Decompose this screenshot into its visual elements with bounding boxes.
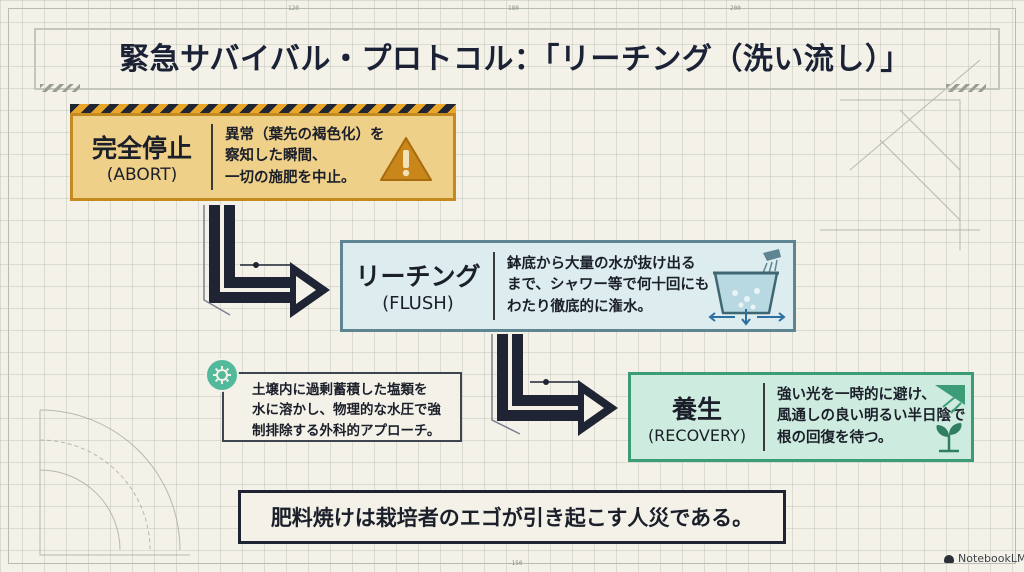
step-name: 完全停止 <box>91 134 192 163</box>
step-abort: 完全停止 (ABORT) 異常（葉先の褐色化）を 察知した瞬間、 一切の施肥を中… <box>70 113 456 201</box>
arrow-flush-to-recovery <box>491 334 618 436</box>
step-description: 異常（葉先の褐色化）を 察知した瞬間、 一切の施肥を中止。 <box>213 125 385 188</box>
desc-line: 根の回復を待つ。 <box>777 429 893 446</box>
outer-frame <box>8 8 1016 564</box>
arrow-abort-to-flush <box>203 205 330 318</box>
watermark: NotebookLM <box>944 552 1024 565</box>
ruler-mark: 200 <box>730 5 741 12</box>
step-name-column: 完全停止 (ABORT) <box>73 124 213 190</box>
ruler-mark: -150 <box>508 560 523 567</box>
desc-line: まで、シャワー等で何十回にも <box>507 277 710 294</box>
sprout-shade-icon <box>935 385 965 453</box>
title-frame <box>34 28 1000 90</box>
step-recovery: 養生 (RECOVERY) 強い光を一時的に避け、 風通しの良い明るい半日陰で … <box>628 372 974 462</box>
step-subtitle: (FLUSH) <box>382 293 454 315</box>
desc-line: 強い光を一時的に避け、 <box>777 387 936 404</box>
conclusion-text: 肥料焼けは栽培者のエゴが引き起こす人災である。 <box>270 506 754 530</box>
step-name-column: 養生 (RECOVERY) <box>631 383 765 451</box>
step-subtitle: (ABORT) <box>106 165 178 185</box>
ruler-mark: 120 <box>288 5 299 12</box>
gear-icon <box>205 358 239 392</box>
ruler-mark: 180 <box>508 5 519 12</box>
title-stripe <box>946 84 986 92</box>
desc-line: 一切の施肥を中止。 <box>225 169 356 186</box>
step-name: リーチング <box>355 262 481 292</box>
desc-line: 鉢底から大量の水が抜け出る <box>507 256 696 273</box>
warning-icon <box>380 137 432 181</box>
note-line: 土壌内に過剰蓄積した塩類を <box>252 382 428 398</box>
step-name-column: リーチング (FLUSH) <box>343 251 495 321</box>
note-line: 水に溶かし、物理的な水圧で強 <box>252 402 441 419</box>
title-stripe <box>40 84 80 92</box>
hazard-stripe <box>70 104 456 115</box>
step-description: 鉢底から大量の水が抜け出る まで、シャワー等で何十回にも わたり徹底的に潅水。 <box>495 254 709 317</box>
notebooklm-logo-icon <box>944 554 954 563</box>
desc-line: 察知した瞬間、 <box>225 148 327 165</box>
conclusion-box: 肥料焼けは栽培者のエゴが引き起こす人災である。 <box>238 490 786 544</box>
step-name: 養生 <box>671 394 722 424</box>
step-flush: リーチング (FLUSH) 鉢底から大量の水が抜け出る まで、シャワー等で何十回… <box>340 240 796 332</box>
desc-line: 風通しの良い明るい半日陰で <box>777 408 966 425</box>
step-subtitle: (RECOVERY) <box>647 425 747 445</box>
desc-line: 異常（葉先の褐色化）を <box>225 127 385 144</box>
page-title: 緊急サバイバル・プロトコル：「リーチング（洗い流し）」 <box>119 42 911 77</box>
mechanism-note: 土壌内に過剰蓄積した塩類を 水に溶かし、物理的な水圧で強 制排除する外科的アプロ… <box>222 372 462 442</box>
note-line: 制排除する外科的アプローチ。 <box>252 422 441 439</box>
watermark-text: NotebookLM <box>958 552 1024 565</box>
desc-line: わたり徹底的に潅水。 <box>507 298 652 315</box>
watering-pot-icon <box>708 249 786 326</box>
step-description: 強い光を一時的に避け、 風通しの良い明るい半日陰で 根の回復を待つ。 <box>765 385 966 448</box>
